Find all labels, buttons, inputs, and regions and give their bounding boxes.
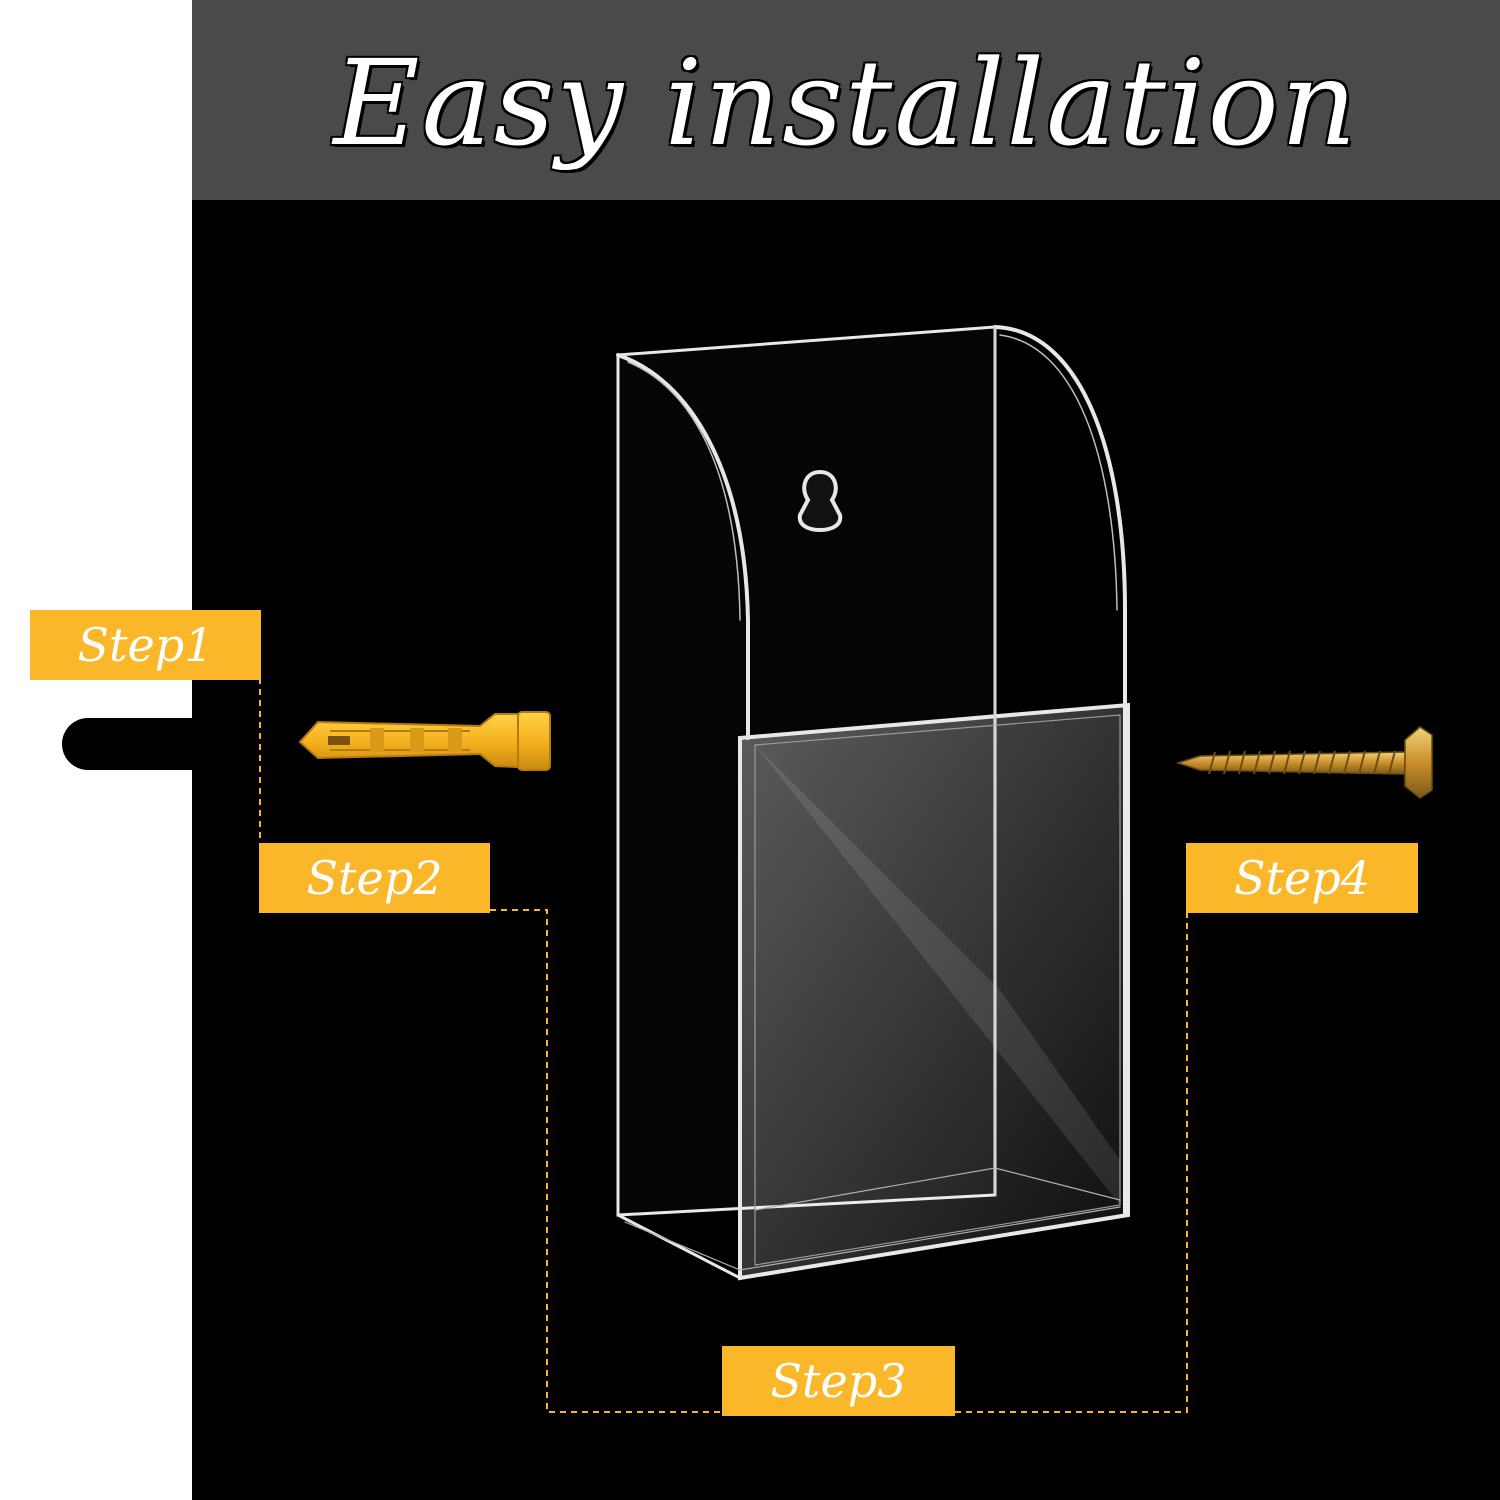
title-band: [192, 0, 1500, 200]
acrylic-holder: [616, 325, 1130, 1281]
connector-step2-step3: [490, 909, 722, 1413]
connector-step3-step4: [955, 912, 1188, 1413]
step4-label: Step4: [1186, 843, 1418, 913]
keyhole-icon: [797, 469, 843, 533]
step-connectors: [259, 678, 1188, 1413]
step1-label: Step1: [30, 610, 261, 680]
holder-side-edge: [993, 325, 1127, 1217]
step2-label: Step2: [259, 843, 490, 913]
screw-icon: [1175, 726, 1433, 799]
step3-label: Step3: [722, 1346, 955, 1416]
wall-hole-shape: [62, 718, 202, 770]
holder-left-edge: [616, 353, 750, 740]
wall-anchor-icon: [298, 711, 551, 771]
page-title: Easy installation: [333, 34, 1359, 172]
